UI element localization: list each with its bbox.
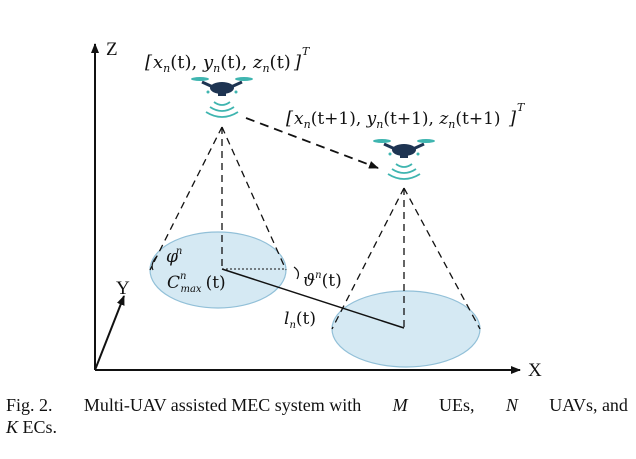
svg-text:xn(t), yn(t), zn(t): xn(t), yn(t), zn(t)	[153, 52, 291, 75]
transpose-mark: T	[517, 101, 526, 114]
transpose-mark: T	[302, 45, 311, 58]
drone-icon	[191, 77, 253, 96]
coverage-area-1	[149, 231, 287, 309]
projection-cone-2	[331, 187, 481, 330]
signal-waves-icon	[205, 101, 239, 118]
phi-label: φn	[166, 246, 182, 267]
uav-2	[373, 139, 435, 180]
coverage-area-2	[331, 290, 481, 368]
svg-text:xn(t+1), yn(t+1), zn(t+1): xn(t+1), yn(t+1), zn(t+1)	[294, 109, 501, 131]
figure-caption: Fig. 2. Multi-UAV assisted MEC system wi…	[6, 395, 628, 437]
x-axis-label: X	[528, 360, 542, 381]
uav-position-t1-label: [	[286, 108, 294, 129]
y-axis-label: Y	[116, 278, 130, 299]
distance-label: ln(t)	[284, 309, 316, 331]
uav-1	[191, 77, 253, 118]
phi-angle-arc	[151, 255, 158, 271]
coordinate-axes	[91, 43, 521, 374]
horizontal-distance-line	[221, 268, 405, 329]
figure-number: Fig. 2.	[6, 395, 53, 415]
signal-waves-icon	[387, 163, 421, 180]
svg-text:]: ]	[508, 108, 517, 129]
drone-icon	[373, 139, 435, 158]
z-axis-label: Z	[106, 39, 118, 60]
uav-position-t-label: [	[145, 52, 153, 73]
svg-text:]: ]	[293, 52, 302, 73]
projection-cone-1	[149, 126, 287, 271]
trajectory-arrow	[245, 117, 379, 169]
theta-angle-arc	[293, 266, 300, 280]
elevation-angle-label: ϑn(t)	[303, 270, 342, 291]
